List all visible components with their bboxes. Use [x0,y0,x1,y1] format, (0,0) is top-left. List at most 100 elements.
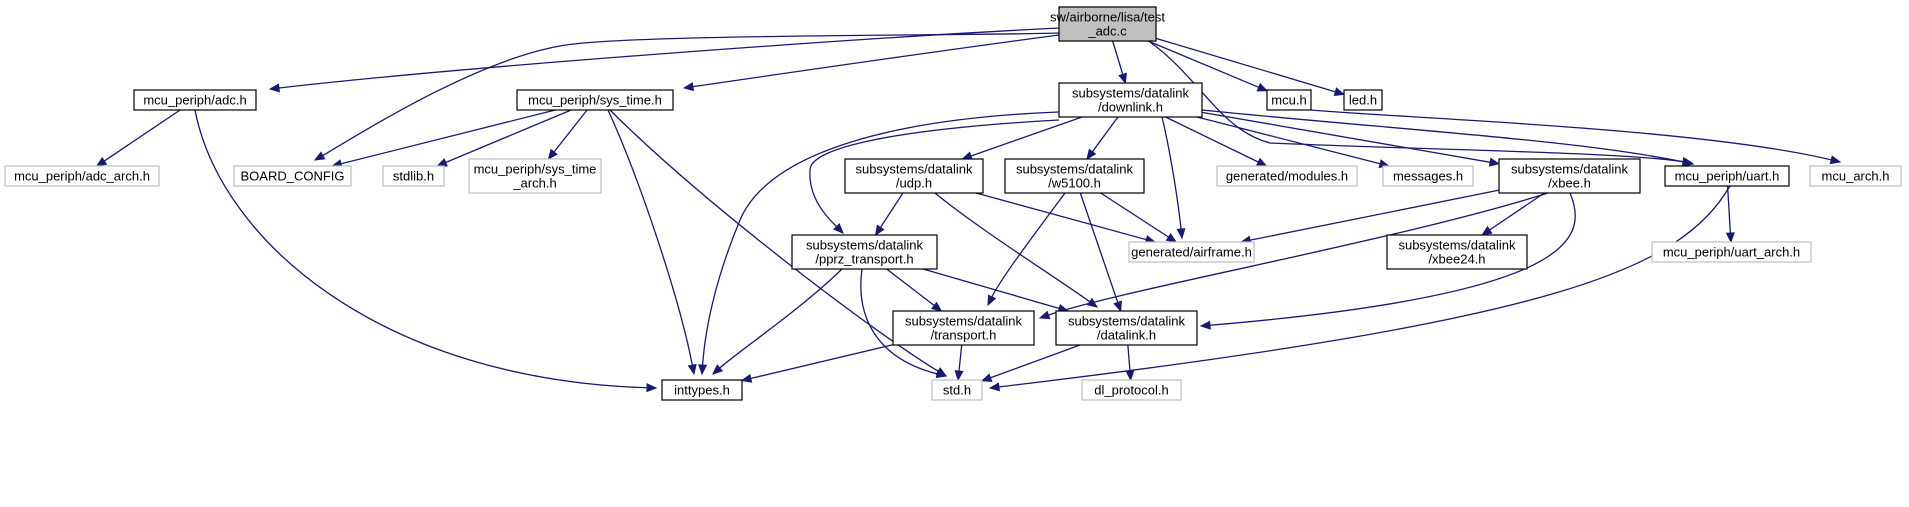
edge-line [1201,111,1492,164]
edge-line [934,192,1091,303]
arrowhead-icon [1481,225,1493,236]
node-label: /w5100.h [1048,176,1101,191]
edge-line [701,111,1060,367]
node-mcu-h[interactable]: mcu.h [1266,89,1312,111]
node-sys-time-arch-h: mcu_periph/sys_time_arch.h [468,158,602,194]
edge-downlink_h-to-modules_h [1165,116,1268,167]
node-xbee-h[interactable]: subsystems/datalink/xbee.h [1498,158,1641,194]
edge-line [860,268,939,375]
arrowhead-icon [740,373,753,383]
node-transport-h[interactable]: subsystems/datalink/transport.h [892,310,1035,346]
arrowhead-icon [874,224,885,237]
node-sys-time-h[interactable]: mcu_periph/sys_time.h [516,89,674,111]
edge-sys_time_h-to-sys_time_arch_h [547,109,588,161]
edge-line [958,344,963,373]
arrowhead-icon [646,383,658,393]
node-box [931,379,983,401]
edge-mcu_h-to-mcu_arch_h [1310,109,1842,165]
edge-test_adc-to-adc_h [268,27,1060,93]
node-box [1343,89,1383,111]
edge-adc_h-to-inttypes_h [194,109,658,393]
arrowhead-icon [687,363,697,376]
node-downlink-h[interactable]: subsystems/datalink/downlink.h [1058,82,1203,118]
arrowhead-icon [987,294,997,307]
edge-line [1165,116,1260,164]
node-box [892,310,1035,346]
node-label: subsystems/datalink [905,314,1023,329]
edge-line [749,344,894,380]
edge-line [1248,189,1500,242]
node-pprz-transport-h[interactable]: subsystems/datalink/pprz_transport.h [791,234,938,270]
node-board-config: BOARD_CONFIG [233,165,352,187]
node-box [382,165,445,187]
edge-line [1208,192,1576,326]
node-label: generated/airframe.h [1131,245,1252,260]
node-box [791,234,938,270]
arrowhead-icon [436,158,448,167]
edge-line [321,32,1060,157]
node-xbee24-h[interactable]: subsystems/datalink/xbee24.h [1386,234,1528,270]
edge-line [444,109,572,164]
node-box [1498,158,1641,194]
arrowhead-icon [1118,72,1127,85]
node-udp-h[interactable]: subsystems/datalink/udp.h [844,158,984,194]
node-inttypes-h[interactable]: inttypes.h [661,379,743,401]
node-w5100-h[interactable]: subsystems/datalink/w5100.h [1004,158,1145,194]
arrowhead-icon [1086,148,1097,161]
node-label: /xbee.h [1548,176,1591,191]
node-label: mcu_periph/sys_time.h [528,93,662,108]
edge-downlink_h-to-airframe_h [1161,116,1186,240]
edge-test_adc-to-led_h [1155,37,1346,97]
edge-w5100_h-to-transport_h [987,192,1066,307]
node-test-adc[interactable]: sw/airborne/lisa/test_adc.c [1050,6,1165,42]
node-box [1128,241,1255,263]
arrowhead-icon [935,369,948,379]
edge-downlink_h-to-inttypes_h [698,111,1060,376]
node-label: dl_protocol.h [1094,383,1168,398]
edge-udp_h-to-datalink_h [934,192,1099,308]
edge-line [1112,40,1124,76]
node-box [1382,165,1474,187]
node-mcu-arch-h: mcu_arch.h [1809,165,1902,187]
edge-line [339,109,556,165]
edge-test_adc-to-board_config [313,32,1060,161]
edge-line [1155,37,1337,93]
edge-line [969,116,1083,157]
edge-line [1196,116,1382,165]
node-box [1058,82,1203,118]
edge-adc_h-to-adc_arch_h [95,109,181,167]
node-std-h: std.h [931,379,983,401]
node-box [1664,165,1790,187]
edge-uart_h-to-uart_arch_h [1725,185,1735,244]
node-uart-arch-h: mcu_periph/uart_arch.h [1651,241,1812,263]
arrowhead-icon [682,82,695,92]
node-label: _arch.h [512,176,556,191]
node-datalink-h[interactable]: subsystems/datalink/datalink.h [1055,310,1198,346]
node-uart-h[interactable]: mcu_periph/uart.h [1664,165,1790,187]
edge-xbee_h-to-transport_h [1038,192,1549,320]
node-label: /udp.h [896,176,932,191]
node-label: std.h [943,383,971,398]
node-label: stdlib.h [393,169,434,184]
edge-line [886,268,936,307]
node-label: mcu_periph/adc.h [143,93,246,108]
edge-line [1726,185,1732,235]
node-box [1266,89,1312,111]
arrowhead-icon [712,364,724,375]
edge-pprz_transport_h-to-inttypes_h [712,268,843,375]
arrowhead-icon [988,382,1000,392]
node-label: subsystems/datalink [806,238,924,253]
node-box [844,158,984,194]
node-box [1386,234,1528,270]
edge-transport_h-to-std_h [954,344,964,382]
arrowhead-icon [1125,370,1135,382]
node-label: messages.h [1393,169,1463,184]
node-led-h[interactable]: led.h [1343,89,1383,111]
edge-line [277,27,1060,89]
edge-test_adc-to-mcu_h [1147,40,1269,92]
arrowhead-icon [313,151,326,161]
node-adc-h[interactable]: mcu_periph/adc.h [133,89,257,111]
node-box [1004,158,1145,194]
node-box [661,379,743,401]
edge-line [1488,192,1545,232]
